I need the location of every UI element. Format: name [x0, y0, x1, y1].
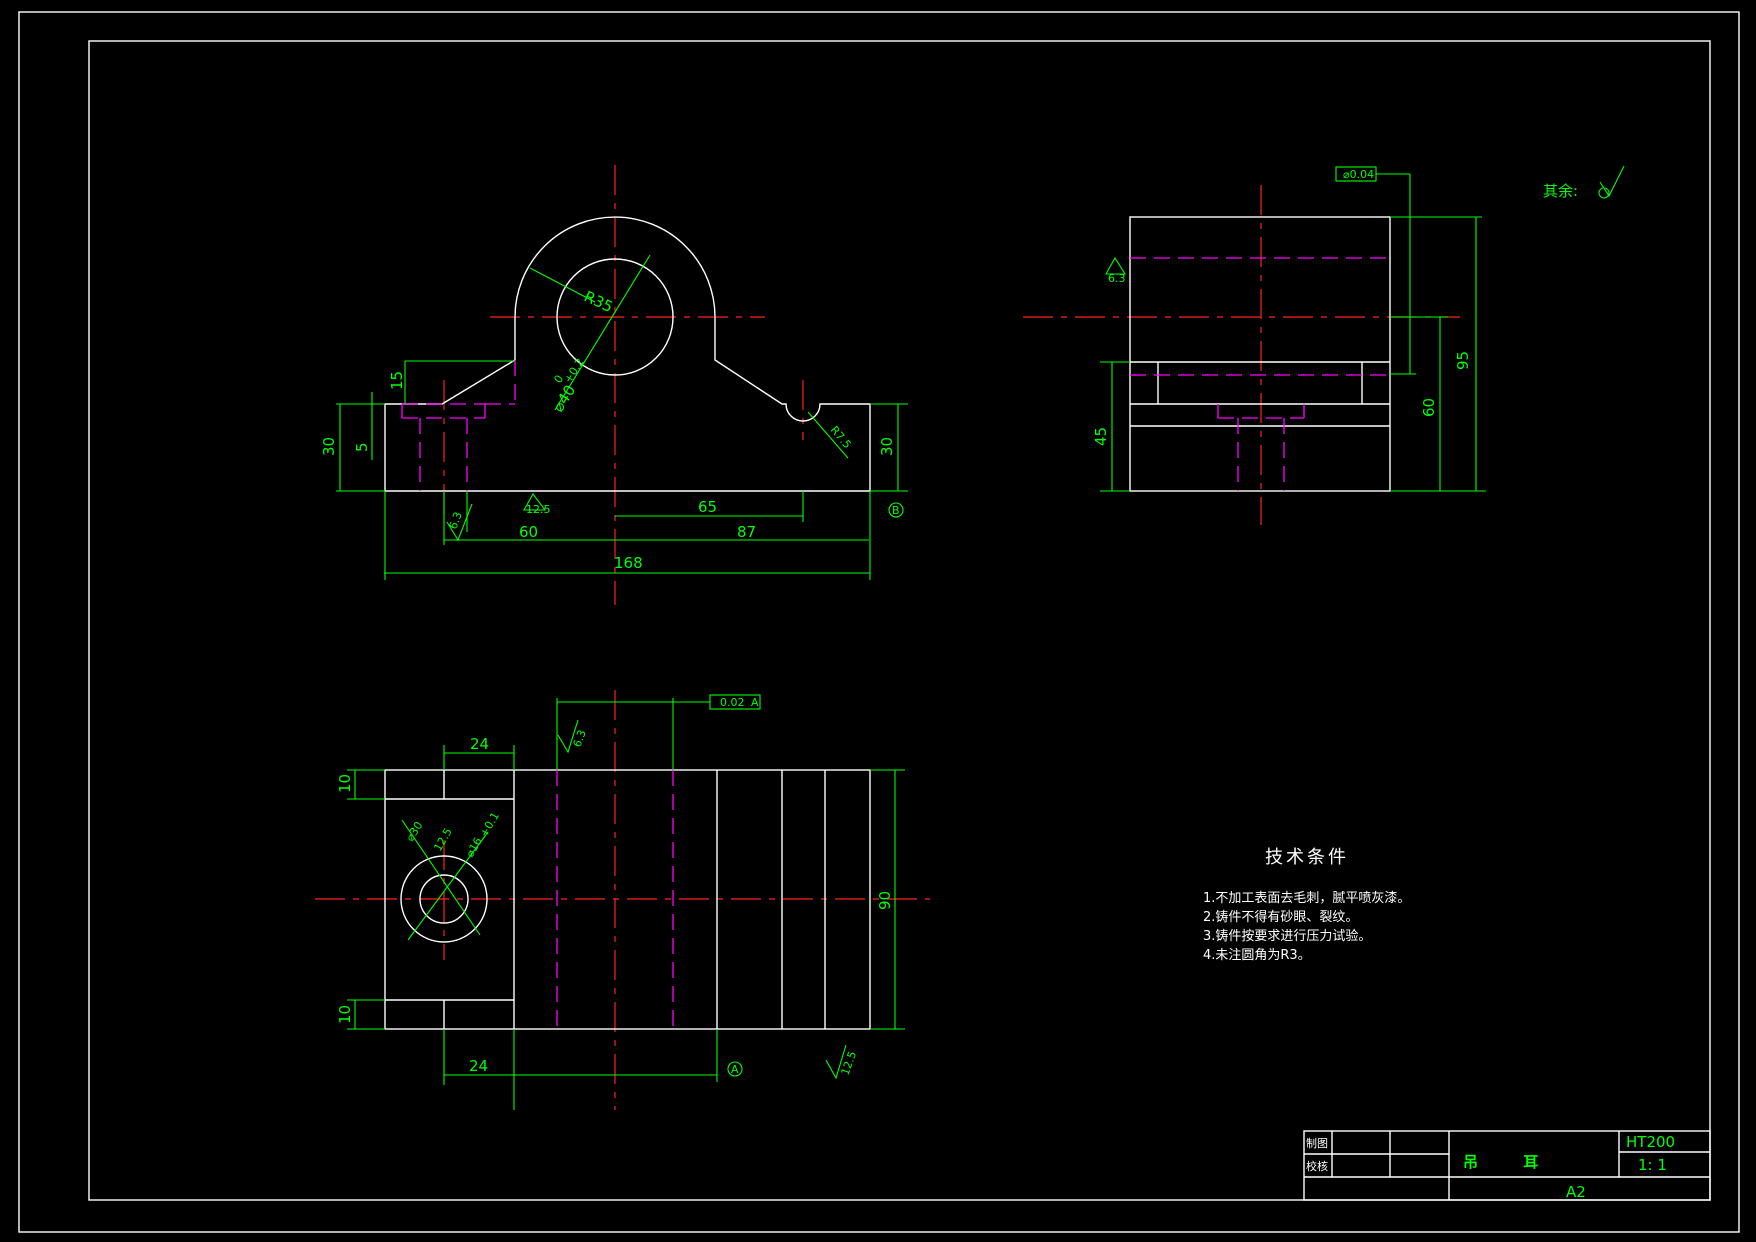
- dim-5: 5: [353, 442, 371, 452]
- surface-roughness-icon: [1598, 165, 1625, 199]
- dim-168: 168: [614, 554, 643, 572]
- dim-95: 95: [1454, 351, 1472, 370]
- checked-label: 校核: [1306, 1159, 1328, 1173]
- datum-a: A: [731, 1063, 739, 1076]
- dim-65: 65: [698, 498, 717, 516]
- dim-10-top: 10: [336, 774, 354, 793]
- dim-24-bottom: 24: [469, 1057, 488, 1075]
- dim-cbore-dia: ⌀30: [404, 819, 426, 843]
- tech-item-2: 2.铸件不得有砂眼、裂纹。: [1203, 909, 1358, 925]
- outer-frame: [18, 11, 1740, 1233]
- dim-90: 90: [876, 891, 894, 910]
- dim-10-bottom: 10: [336, 1005, 354, 1024]
- tech-item-4: 4.未注圆角为R3。: [1203, 948, 1311, 963]
- tech-requirements: 技术条件 1.不加工表面去毛刺，腻平喷灰漆。 2.铸件不得有砂眼、裂纹。 3.铸…: [1203, 847, 1410, 963]
- dim-hole-tol: +0.1: [477, 810, 502, 840]
- sheet-size: A2: [1566, 1183, 1586, 1201]
- dim-r7-5: R7.5: [828, 424, 854, 452]
- rough-front-left: 6.3: [447, 510, 465, 531]
- front-view: R35 ⌀40 +0.2 0 15 30 5 R7.5 30 65 60 87 …: [320, 165, 908, 605]
- material: HT200: [1626, 1133, 1675, 1151]
- rough-top: 6.3: [571, 728, 589, 749]
- dim-45: 45: [1092, 427, 1110, 446]
- dim-30-left: 30: [320, 437, 338, 456]
- top-view: 24 24 10 10 90 ⌀30 12.5 ⌀16 +0.1 6.3 12.…: [315, 690, 930, 1110]
- tech-item-3: 3.铸件按要求进行压力试验。: [1203, 928, 1371, 944]
- inner-frame: [88, 40, 1711, 1201]
- dim-cbore-depth: 12.5: [431, 826, 455, 854]
- scale: 1: 1: [1638, 1156, 1667, 1174]
- rough-top-right: 12.5: [839, 1050, 860, 1077]
- surface-note: 其余:: [1543, 182, 1578, 200]
- rough-front-bottom: 12.5: [526, 503, 551, 516]
- dim-bore: ⌀40: [549, 382, 579, 415]
- tech-title: 技术条件: [1265, 847, 1349, 868]
- dim-60-side: 60: [1420, 398, 1438, 417]
- tech-item-1: 1.不加工表面去毛刺，腻平喷灰漆。: [1203, 890, 1410, 906]
- part-name: 吊 耳: [1463, 1153, 1558, 1171]
- dim-r35: R35: [581, 287, 615, 316]
- dim-15: 15: [388, 371, 406, 390]
- side-view: 95 60 45 6.3 ⌀0.04: [1023, 166, 1486, 525]
- gdt-side: ⌀0.04: [1343, 168, 1374, 181]
- dim-87: 87: [737, 523, 756, 541]
- gdt-top-value: 0.02: [720, 696, 745, 709]
- dim-24-top: 24: [470, 735, 489, 753]
- gdt-top-datum: A: [751, 696, 759, 709]
- drawn-label: 制图: [1306, 1137, 1328, 1150]
- dim-hole-dia: ⌀16: [463, 835, 485, 859]
- dim-30-right: 30: [878, 437, 896, 456]
- datum-b: B: [892, 504, 900, 517]
- rough-side: 6.3: [1108, 272, 1126, 285]
- dim-60: 60: [519, 523, 538, 541]
- title-block: 制图 校核 吊 耳 HT200 1: 1 A2: [1303, 1130, 1711, 1201]
